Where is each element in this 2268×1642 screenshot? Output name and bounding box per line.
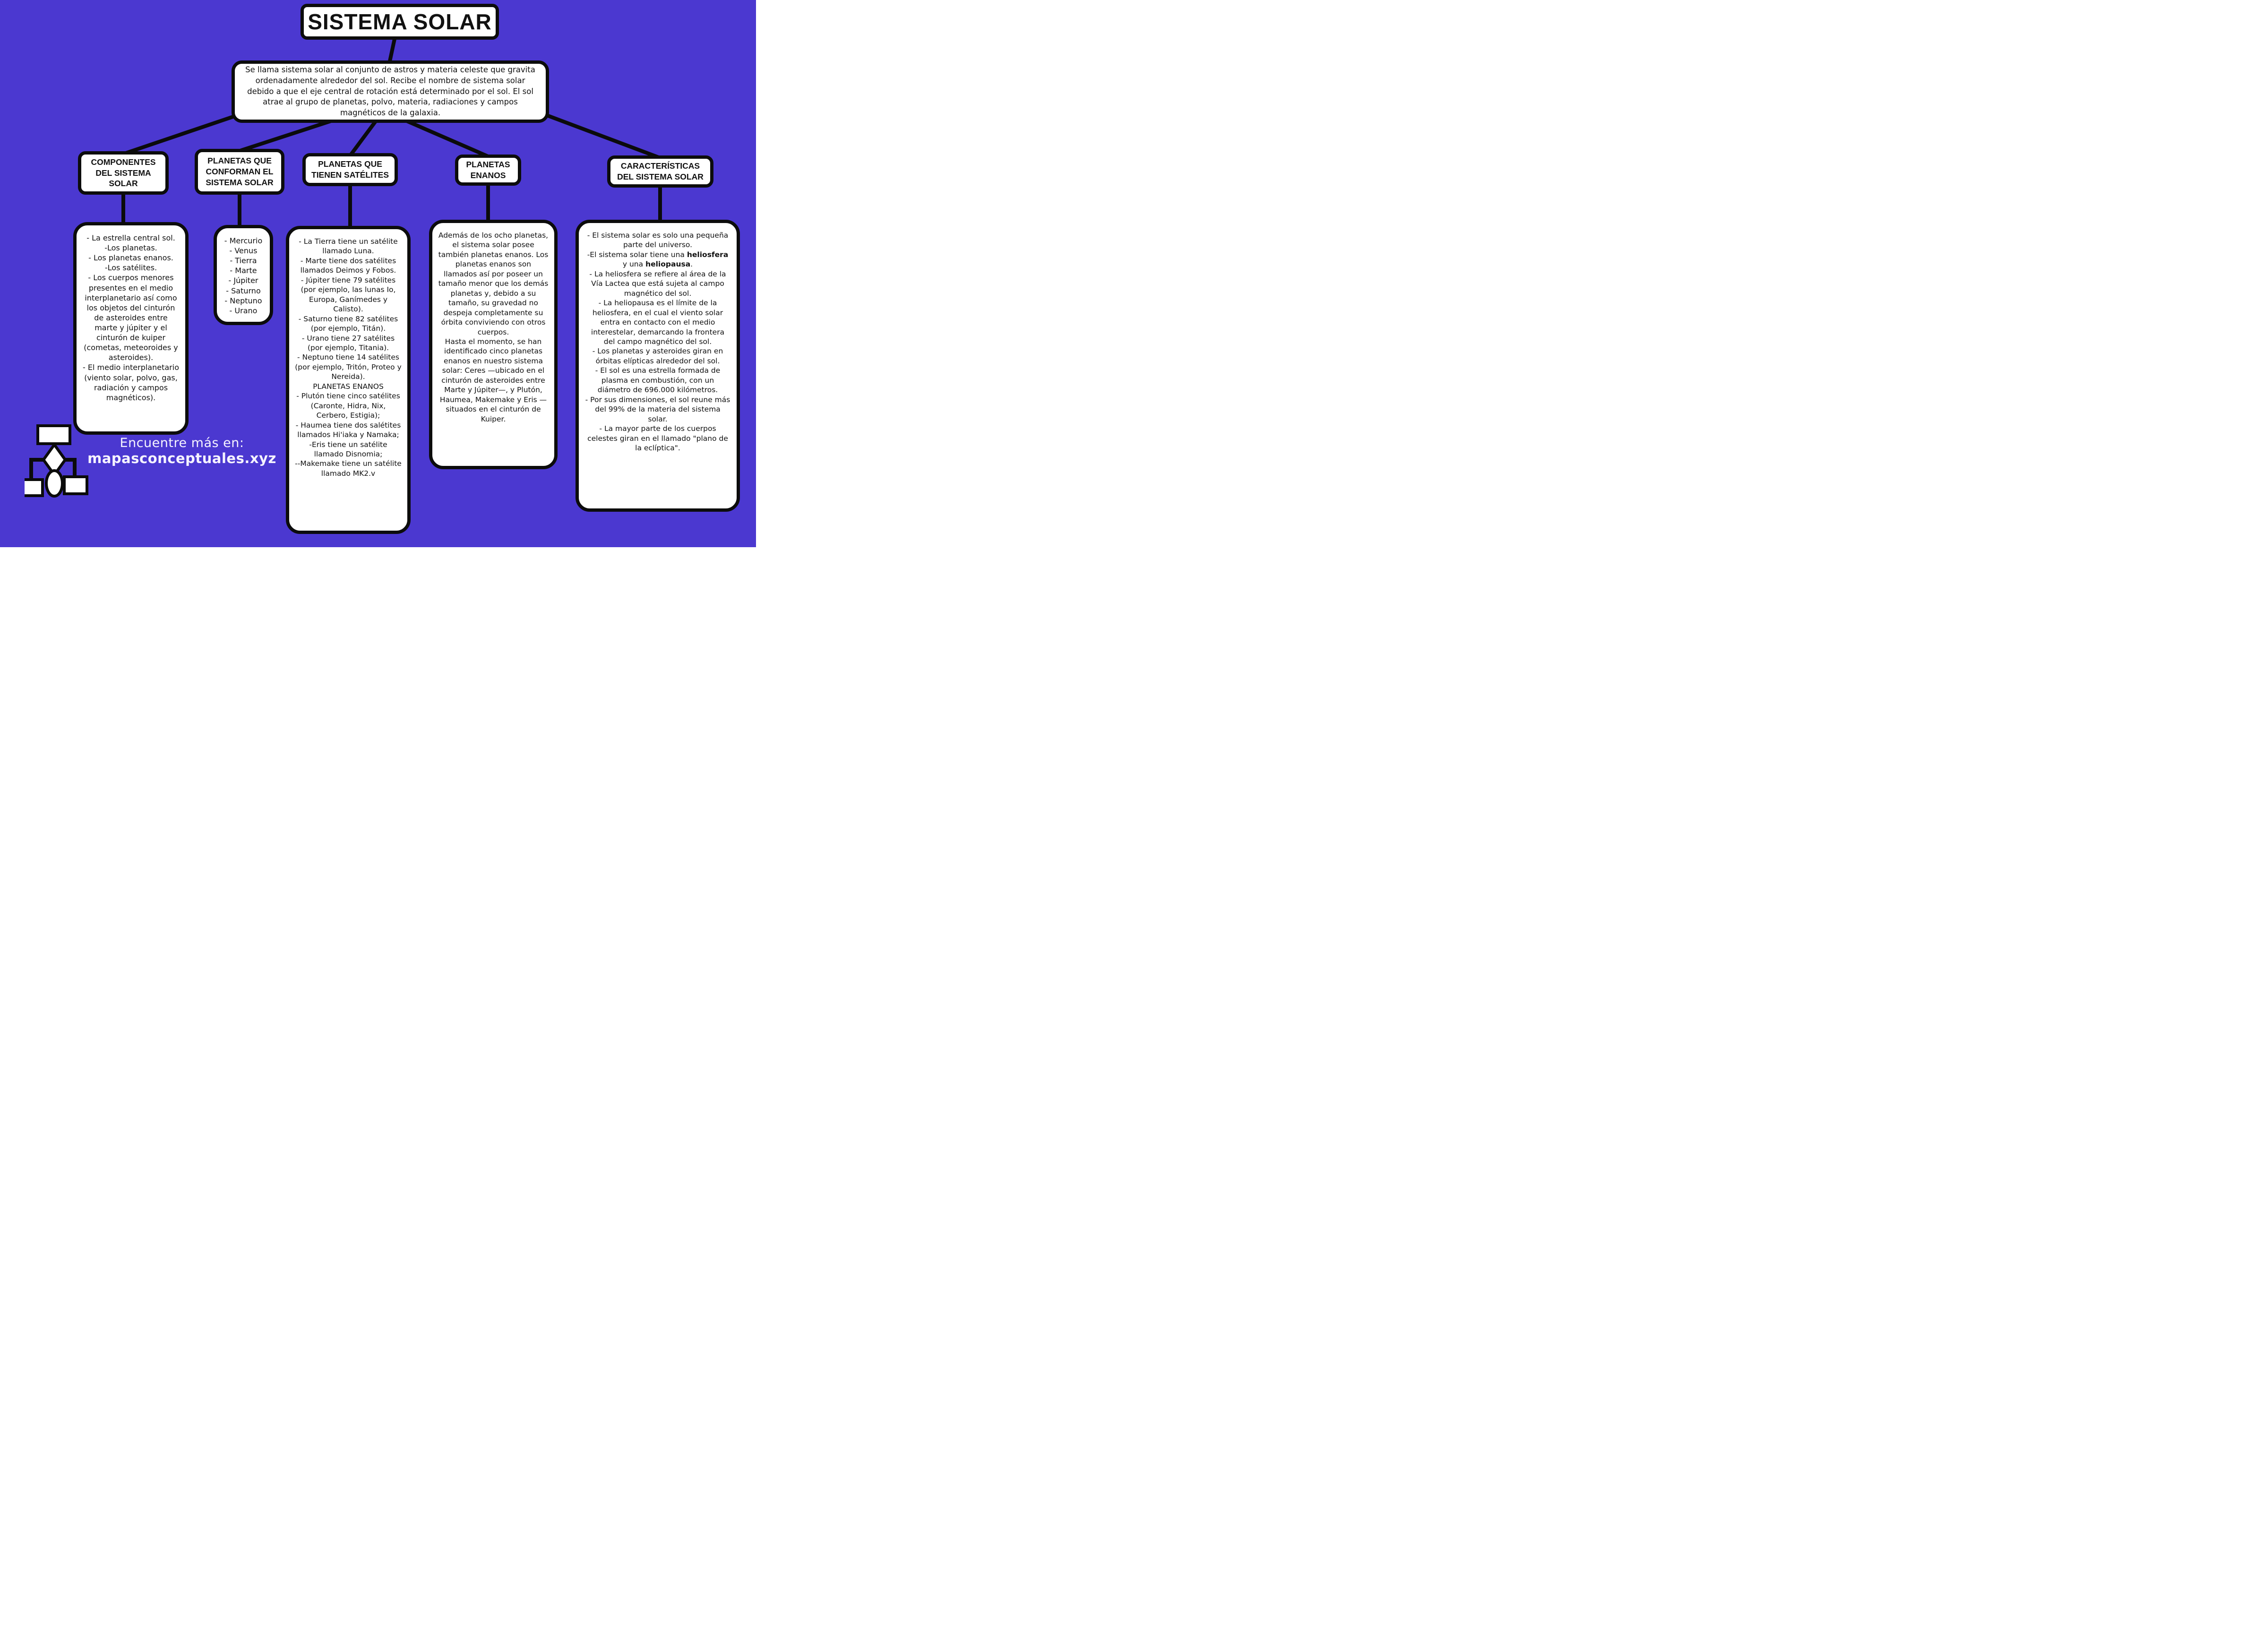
branch-header-planetas-conforman: PLANETAS QUE CONFORMAN EL SISTEMA SOLAR	[195, 149, 284, 195]
text-line: Además de los ocho planetas, el sistema …	[438, 231, 549, 336]
branch-header-componentes: COMPONENTES DEL SISTEMA SOLAR	[78, 151, 169, 195]
text-line: - La estrella central sol.	[86, 233, 175, 242]
text-line: - Marte tiene dos satélites llamados Dei…	[300, 256, 396, 275]
connector-line	[542, 112, 661, 159]
text-line: - Por sus dimensiones, el sol reune más …	[585, 395, 730, 423]
text-line: - Tierra	[230, 256, 257, 266]
footer: Encuentre más en: mapasconceptuales.xyz	[87, 436, 276, 466]
branch-detail-text: - El sistema solar es solo una pequeña p…	[584, 231, 731, 453]
connector-line	[124, 113, 241, 155]
branch-detail-planetas-conforman: - Mercurio- Venus- Tierra- Marte- Júpite…	[214, 225, 273, 325]
mapasconceptuales-logo-icon	[20, 423, 88, 499]
text-line: - La heliosfera se refiere al área de la…	[589, 269, 726, 298]
map-description: Se llama sistema solar al conjunto de as…	[232, 60, 549, 123]
text-line: - Los planetas y asteroides giran en órb…	[592, 347, 723, 365]
connector-lines-layer	[121, 35, 662, 230]
text-line: - Marte	[230, 266, 257, 275]
branch-detail-text: - Mercurio- Venus- Tierra- Marte- Júpite…	[223, 236, 264, 316]
text-line: - El sol es una estrella formada de plas…	[595, 366, 721, 395]
text-line: - Júpiter	[228, 276, 258, 285]
text-line: - La mayor parte de los cuerpos celestes…	[587, 424, 728, 452]
text-line: -Los satélites.	[104, 263, 157, 273]
text-line: - Neptuno tiene 14 satélites (por ejempl…	[295, 353, 402, 381]
connector-line	[349, 118, 378, 157]
text-line: --Makemake tiene un satélite llamado MK2…	[295, 459, 402, 478]
branch-detail-text: - La estrella central sol.-Los planetas.…	[82, 233, 180, 403]
text-line: - Mercurio	[224, 236, 263, 245]
connector-line	[238, 118, 336, 153]
branch-detail-text: Además de los ocho planetas, el sistema …	[438, 231, 549, 424]
connector-line	[403, 118, 490, 158]
text-line: - El sistema solar es solo una pequeña p…	[587, 231, 729, 249]
branch-detail-planetas-satelites: - La Tierra tiene un satélite llamado Lu…	[286, 226, 411, 534]
text-line: -Los planetas.	[104, 243, 157, 253]
text-line: PLANETAS ENANOS	[313, 382, 384, 391]
branch-header-planetas-satelites: PLANETAS QUE TIENEN SATÉLITES	[302, 153, 398, 186]
branch-header-caracteristicas: CARACTERÍSTICAS DEL SISTEMA SOLAR	[607, 155, 713, 188]
map-title: SISTEMA SOLAR	[301, 4, 499, 40]
text-line: - Venus	[229, 246, 258, 256]
text-line: - El medio interplanetario (viento solar…	[83, 363, 179, 402]
text-line: - Júpiter tiene 79 satélites (por ejempl…	[301, 275, 396, 314]
concept-map-canvas: SISTEMA SOLAR Se llama sistema solar al …	[0, 0, 756, 547]
text-line: -Eris tiene un satélite llamado Disnomia…	[309, 440, 387, 458]
text-line: - Los cuerpos menores presentes en el me…	[84, 273, 178, 362]
branch-detail-planetas-enanos: Además de los ocho planetas, el sistema …	[429, 220, 558, 469]
text-line: - Saturno	[226, 286, 261, 295]
footer-site-url: mapasconceptuales.xyz	[87, 450, 276, 466]
text-line: Hasta el momento, se han identificado ci…	[439, 337, 547, 423]
text-line: -El sistema solar tiene una heliosfera y…	[587, 250, 729, 269]
text-line: - Urano tiene 27 satélites (por ejemplo,…	[301, 334, 395, 352]
text-line: - Neptuno	[224, 296, 262, 305]
footer-line1: Encuentre más en:	[120, 436, 244, 450]
text-line: - Los planetas enanos.	[88, 253, 173, 263]
text-line: - Plutón tiene cinco satélites (Caronte,…	[296, 392, 400, 420]
branch-detail-componentes: - La estrella central sol.-Los planetas.…	[73, 222, 189, 435]
text-line: - Urano	[229, 306, 258, 315]
connector-line	[387, 35, 397, 65]
branch-detail-caracteristicas: - El sistema solar es solo una pequeña p…	[576, 220, 740, 512]
text-line: - Saturno tiene 82 satélites (por ejempl…	[298, 314, 398, 333]
text-line: - La Tierra tiene un satélite llamado Lu…	[299, 237, 398, 256]
text-line: - La heliopausa es el límite de la helio…	[591, 299, 725, 346]
branch-header-planetas-enanos: PLANETAS ENANOS	[455, 155, 521, 186]
text-line: - Haumea tiene dos salétites llamados Hi…	[295, 421, 401, 439]
branch-detail-text: - La Tierra tiene un satélite llamado Lu…	[295, 237, 402, 478]
